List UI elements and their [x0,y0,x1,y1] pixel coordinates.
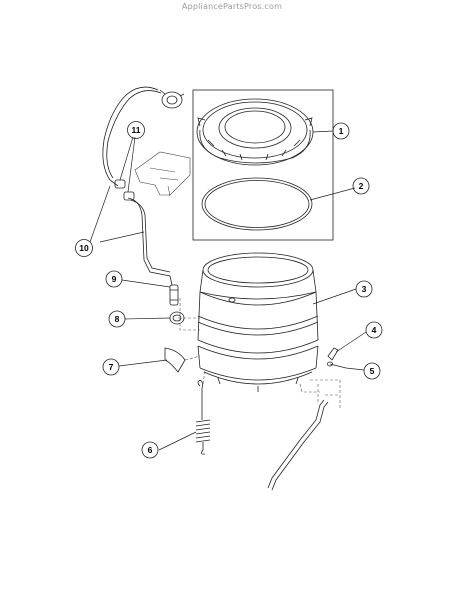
part-11-hose-connectors[interactable] [114,179,135,201]
dashed-guides [178,298,341,410]
part-8-hose-clamp[interactable] [169,311,185,325]
part-7-tub-bracket[interactable] [164,347,186,373]
callout-label-6: 6 [148,445,153,455]
callout-label-5: 5 [370,366,375,376]
callout-8: 8 [108,310,126,328]
callout-label-7: 7 [109,362,114,372]
mounting-bracket [134,151,191,197]
part-10-hoses[interactable] [102,86,173,286]
callout-11: 11 [127,121,145,139]
callout-10: 10 [75,239,93,257]
part-6-suspension-spring[interactable] [195,379,211,455]
callout-5: 5 [363,362,381,380]
callout-label-3: 3 [362,284,367,294]
callout-1: 1 [332,122,350,140]
callout-3: 3 [355,280,373,298]
callout-label-1: 1 [339,126,344,136]
part-5-screw[interactable] [327,361,347,369]
callout-label-8: 8 [115,314,120,324]
part-1-tub-cover[interactable] [196,98,314,166]
part-4-clip[interactable] [327,347,339,361]
suspension-rod [267,399,329,491]
pressure-switch-fitting [159,89,185,109]
part-9-air-dome[interactable] [169,284,179,306]
watermark: AppliancePartsPros.com [181,2,283,11]
callout-6: 6 [141,441,159,459]
callout-4: 4 [365,321,383,339]
part-2-tub-ring-seal[interactable] [201,177,313,231]
callout-7: 7 [102,358,120,376]
part-3-outer-tub[interactable] [197,252,319,392]
callout-label-11: 11 [132,125,141,135]
callout-label-2: 2 [359,181,364,191]
callout-label-4: 4 [372,325,377,335]
callout-label-10: 10 [79,243,89,253]
inset-box [192,89,334,241]
callout-9: 9 [105,270,123,288]
callout-label-9: 9 [112,274,117,284]
callout-2: 2 [352,177,370,195]
leader-lines [89,130,367,451]
